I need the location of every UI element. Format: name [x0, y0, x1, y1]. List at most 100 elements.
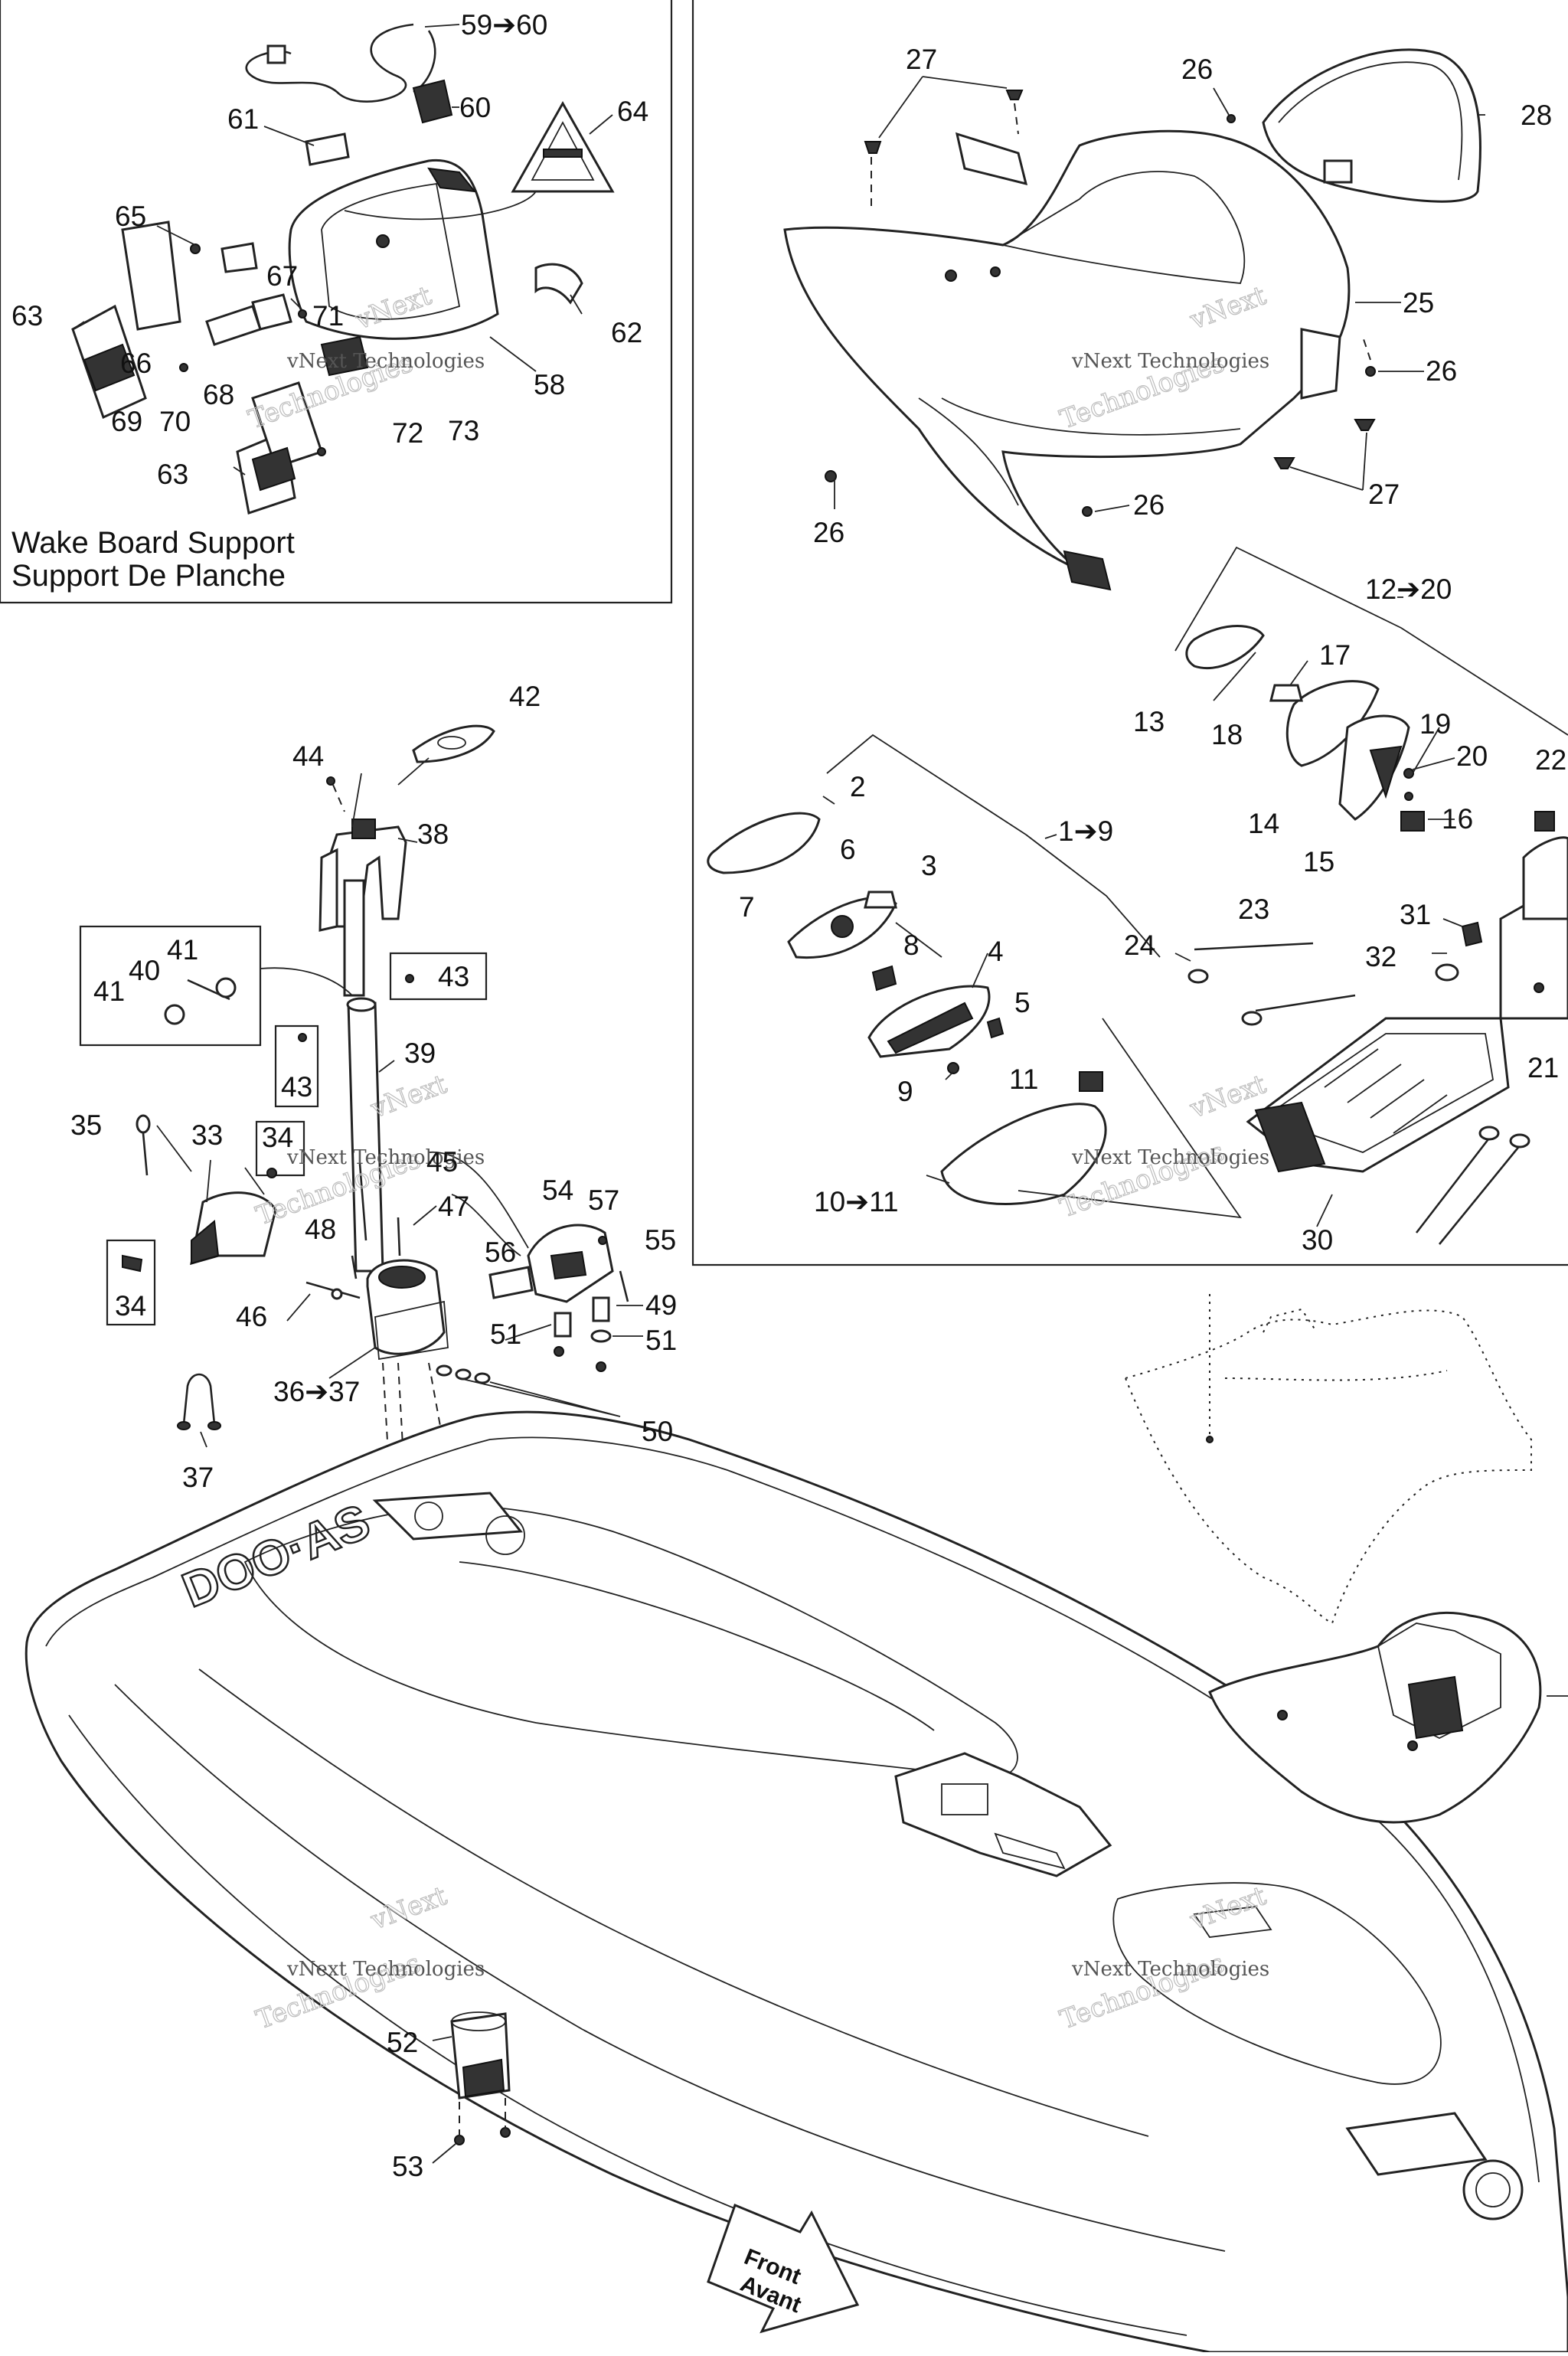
- callout-label: 35: [70, 1109, 102, 1141]
- callout-label: 36➔37: [273, 1376, 360, 1407]
- callout-label: 23: [1238, 894, 1269, 925]
- callout-label: 72: [392, 417, 423, 449]
- jet-nozzle-inner: [1475, 2172, 1511, 2207]
- callout-label: 48: [305, 1214, 336, 1245]
- callout-label: 8: [903, 930, 920, 961]
- nut-51: [554, 1346, 564, 1357]
- pedestal-detail: [994, 1832, 1066, 1870]
- washer-24: [1187, 969, 1209, 984]
- callout-label: 21: [1527, 1052, 1559, 1083]
- fastener-27b: [864, 141, 882, 154]
- screw-43b: [298, 1033, 307, 1042]
- callout-label: 49: [645, 1289, 677, 1321]
- jet-nozzle: [1462, 2159, 1524, 2220]
- leader-spring-kit: [260, 967, 353, 996]
- washer-35: [136, 1114, 151, 1134]
- callout-label: 62: [611, 317, 642, 348]
- washer-50b: [455, 1368, 472, 1381]
- housing-top-tab: [427, 167, 477, 193]
- steering-base: [372, 1492, 523, 1541]
- ball-41a: [215, 977, 237, 998]
- callout-label: 10➔11: [814, 1186, 899, 1217]
- steering-group: [79, 724, 643, 1915]
- seat-base-ribs: [1324, 1048, 1448, 1134]
- callout-label: 13: [1133, 706, 1165, 737]
- callout-label: 46: [236, 1301, 267, 1332]
- block-top: [378, 1266, 426, 1289]
- hull-chine-1: [68, 1714, 1187, 2336]
- leader-64-housing: [344, 191, 537, 221]
- inset-frame: [0, 0, 673, 604]
- callout-label: 9: [897, 1076, 913, 1107]
- nut-53a: [454, 2135, 465, 2145]
- screw-34a: [266, 1168, 277, 1178]
- spring-31: [1461, 921, 1483, 947]
- callout-label: 52: [387, 2027, 418, 2058]
- watermark-small: vNext Technologies: [1071, 1958, 1269, 1981]
- clip-61: [305, 132, 350, 166]
- leader-19: [1412, 727, 1440, 774]
- ball-41b: [164, 1004, 185, 1025]
- screw-44: [326, 776, 335, 786]
- housing-hole: [376, 234, 390, 248]
- leader-17: [1289, 660, 1308, 686]
- hull-outline: [24, 1410, 1568, 2354]
- latch-bracket-line: [1174, 546, 1568, 736]
- callout-label: 42: [509, 681, 541, 712]
- callout-label: 18: [1211, 719, 1243, 750]
- rear-cover-lip: [941, 397, 1241, 436]
- leader-33: [206, 1159, 211, 1203]
- u-bolt-nut-2: [207, 1421, 221, 1430]
- steering-base-hole-2: [485, 1515, 525, 1555]
- seat-section-frame: [691, 0, 1568, 1266]
- lid-assembly-1-9: [707, 734, 1242, 1219]
- leader-30: [1316, 1194, 1333, 1227]
- leader-65: [156, 225, 196, 246]
- callout-label: 38: [417, 819, 449, 850]
- screw-71: [298, 309, 307, 319]
- wake-board-support-group: [71, 23, 615, 515]
- callout-label: 57: [588, 1185, 619, 1216]
- knob-17: [1269, 684, 1303, 702]
- leader-9: [945, 1071, 954, 1080]
- callout-label: 26: [813, 517, 844, 548]
- callout-label: 31: [1400, 899, 1431, 930]
- callout-label: 15: [1303, 846, 1334, 877]
- leader-39: [378, 1060, 395, 1073]
- washer-51b: [590, 1329, 612, 1343]
- cover-bracket-side: [1300, 328, 1341, 400]
- washer-24c: [1478, 1126, 1500, 1141]
- seat-cover-group: [783, 48, 1485, 591]
- leader-56-arc: [451, 1194, 521, 1256]
- nut-11: [1079, 1071, 1103, 1092]
- spacer-51a: [554, 1312, 572, 1338]
- screw-70: [179, 363, 188, 372]
- box-43b: [274, 1024, 319, 1108]
- bolt-23: [1194, 942, 1314, 951]
- tube-39-top: [346, 997, 377, 1012]
- leader-27a-2: [922, 76, 1008, 89]
- callout-label: 43: [438, 961, 469, 992]
- lower-panel: [1208, 1611, 1542, 1824]
- screw-26d: [1082, 506, 1093, 517]
- support-housing-inner: [321, 182, 461, 320]
- u-bolt-nut-1: [177, 1421, 191, 1430]
- rear-storage-latch: [1193, 1906, 1272, 1938]
- knob-6: [864, 890, 897, 909]
- side-panel-group: [1124, 1294, 1568, 1824]
- callout-label: 47: [438, 1191, 469, 1222]
- leader-64: [589, 114, 613, 135]
- leader-26a: [1213, 87, 1230, 116]
- callout-label: 64: [617, 96, 648, 127]
- callout-label: 45: [426, 1146, 458, 1178]
- callout-label: 37: [182, 1462, 214, 1493]
- leader-46: [286, 1293, 311, 1322]
- box-34b: [106, 1239, 156, 1326]
- leader-3: [895, 922, 942, 958]
- callout-label: 34: [262, 1122, 293, 1153]
- part-21: [1522, 836, 1568, 920]
- bolt-24b: [1438, 1140, 1525, 1245]
- bolt-23b: [1255, 994, 1356, 1012]
